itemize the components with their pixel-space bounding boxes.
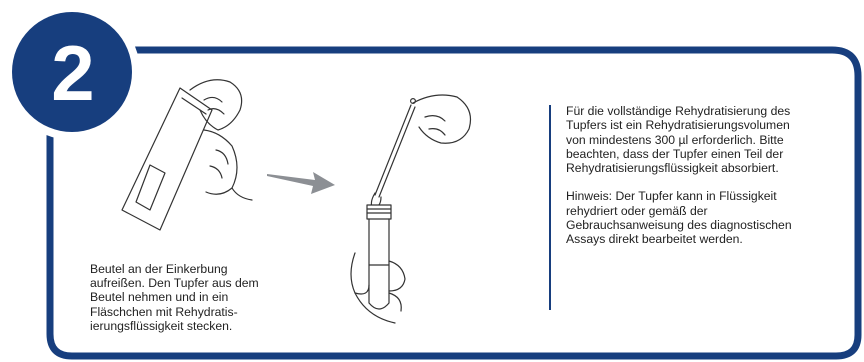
text-divider — [549, 105, 551, 310]
caption-line: ierungsflüssigkeit stecken. — [90, 319, 290, 333]
paragraph-2-line: Gebrauchsanweisung des diagnostischen — [566, 218, 846, 232]
paragraph-2-line: Hinweis: Der Tupfer kann in Flüssigkeit — [566, 189, 846, 203]
caption-line: aufreißen. Den Tupfer aus dem — [90, 276, 290, 290]
paragraph-1-line: Für die vollständige Rehydratisierung de… — [566, 104, 846, 118]
caption-line: Beutel nehmen und in ein — [90, 290, 290, 304]
paragraph-1-line: von mindestens 300 µl erforderlich. Bitt… — [566, 133, 846, 147]
paragraph-2-line: rehydriert oder gemäß der — [566, 204, 846, 218]
caption-line: Beutel an der Einkerbung — [90, 262, 290, 276]
instructions-text: Für die vollständige Rehydratisierung de… — [566, 104, 846, 247]
paragraph-1-line: Rehydratisierungsflüssigkeit absorbiert. — [566, 161, 846, 175]
paragraph-1-line: Tupfers ist ein Rehydratisierungsvolumen — [566, 118, 846, 132]
paragraph-2-line: Assays direkt bearbeitet werden. — [566, 232, 846, 246]
caption-line: Fläschchen mit Rehydratis- — [90, 305, 290, 319]
step-number: 2 — [18, 18, 128, 128]
pouch-illustration — [120, 70, 260, 240]
arrow-right-icon — [265, 166, 337, 196]
vial-illustration — [345, 85, 480, 335]
step-caption: Beutel an der Einkerbung aufreißen. Den … — [90, 262, 290, 333]
paragraph-1-line: beachten, dass der Tupfer einen Teil der — [566, 147, 846, 161]
